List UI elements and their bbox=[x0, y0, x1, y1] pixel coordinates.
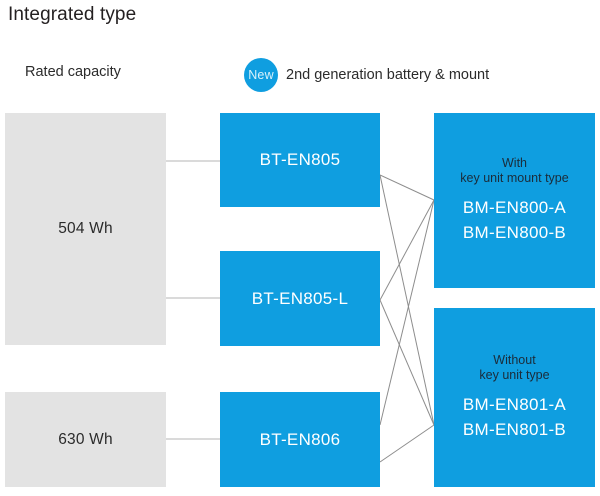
mount-box-bm-en800-models: BM-EN800-A BM-EN800-B bbox=[463, 196, 566, 245]
mount-box-bm-en801-model-a: BM-EN801-A bbox=[462, 394, 567, 414]
column-header-rated-capacity: Rated capacity bbox=[25, 64, 121, 80]
mount-box-bm-en801-models: BM-EN801-A BM-EN801-B bbox=[463, 393, 566, 442]
page-title: Integrated type bbox=[8, 4, 137, 25]
battery-box-bt-en805-label: BT-EN805 bbox=[259, 150, 341, 169]
capacity-box-630wh-label: 630 Wh bbox=[58, 430, 113, 448]
capacity-box-504wh: 504 Wh bbox=[5, 113, 166, 345]
mount-box-bm-en800-model-a: BM-EN800-A bbox=[462, 197, 567, 217]
link-bt-en805-l-to-bm-en801 bbox=[379, 299, 435, 426]
battery-box-bt-en806: BT-EN806 bbox=[220, 392, 380, 487]
link-bt-en805-l-to-bm-en800 bbox=[379, 199, 435, 301]
capacity-box-504wh-label: 504 Wh bbox=[58, 220, 113, 237]
link-bt-en806-to-bm-en800 bbox=[379, 199, 435, 426]
new-badge-icon: New bbox=[244, 58, 278, 92]
mount-box-bm-en801-subtitle-line2: key unit type bbox=[479, 368, 550, 383]
battery-box-bt-en805: BT-EN805 bbox=[220, 113, 380, 207]
mount-box-bm-en801-model-b: BM-EN801-B bbox=[462, 419, 567, 439]
mount-box-bm-en800-subtitle-line2: key unit mount type bbox=[460, 171, 569, 186]
battery-box-bt-en806-label: BT-EN806 bbox=[259, 429, 341, 449]
column-header-battery-mount-label: 2nd generation battery & mount bbox=[286, 67, 490, 83]
mount-box-bm-en801: Without key unit type BM-EN801-A BM-EN80… bbox=[434, 308, 595, 487]
mount-box-bm-en801-subtitle-line1: Without bbox=[493, 352, 536, 367]
battery-box-bt-en805-l: BT-EN805-L bbox=[220, 251, 380, 346]
mount-box-bm-en800-subtitle-line1: With bbox=[502, 155, 527, 170]
link-bt-en806-to-bm-en801 bbox=[379, 424, 435, 463]
column-header-battery-mount: New 2nd generation battery & mount bbox=[244, 58, 489, 92]
mount-box-bm-en800-model-b: BM-EN800-B bbox=[462, 222, 567, 242]
capacity-box-630wh: 630 Wh bbox=[5, 392, 166, 487]
mount-box-bm-en801-subtitle: Without key unit type bbox=[479, 353, 549, 384]
link-bt-en805-to-bm-en801 bbox=[379, 174, 435, 426]
mount-box-bm-en800: With key unit mount type BM-EN800-A BM-E… bbox=[434, 113, 595, 288]
link-bt-en805-to-bm-en800 bbox=[379, 174, 435, 201]
battery-box-bt-en805-l-label: BT-EN805-L bbox=[251, 288, 349, 308]
mount-box-bm-en800-subtitle: With key unit mount type bbox=[460, 156, 568, 187]
